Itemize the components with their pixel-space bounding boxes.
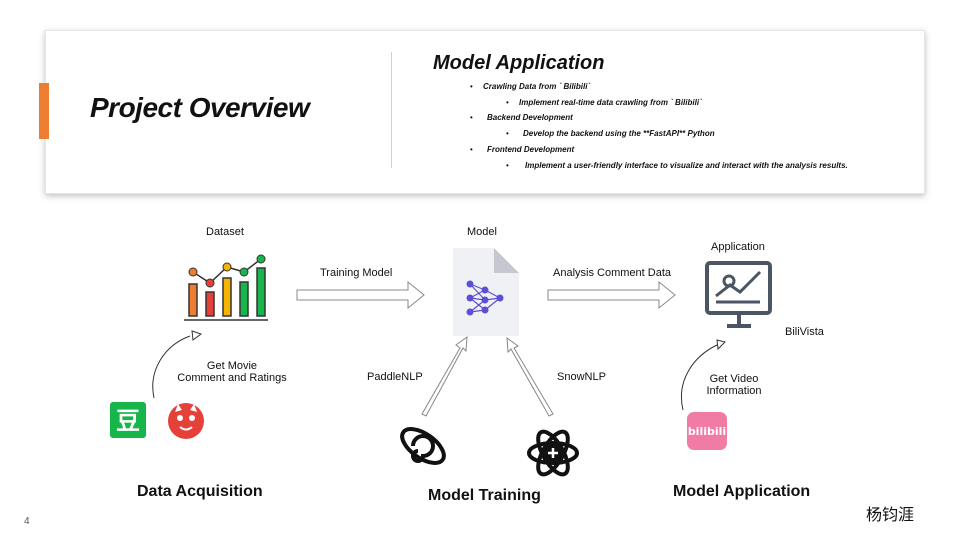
- model-training-title: Model Training: [428, 487, 541, 504]
- get-video-arrow: [681, 339, 726, 411]
- bullet-dot: •: [506, 161, 509, 170]
- bullet-dot: •: [470, 82, 473, 91]
- get-movie-line-2: Comment and Ratings: [177, 372, 287, 384]
- maoyan-icon: [168, 403, 204, 439]
- accent-bar: [39, 83, 49, 139]
- training-model-label: Training Model: [320, 267, 393, 279]
- data-acquisition-title: Data Acquisition: [137, 483, 263, 500]
- get-movie-line-1: Get Movie: [206, 360, 258, 372]
- paddlenlp-label: PaddleNLP: [367, 371, 423, 383]
- bullet-item: Develop the backend using the **FastAPI*…: [523, 129, 715, 138]
- page-title: Project Overview: [90, 92, 310, 123]
- douban-icon: 豆: [110, 402, 146, 438]
- get-video-label: Get Video Information: [696, 373, 772, 397]
- bullet-item: Backend Development: [487, 113, 573, 122]
- author-name: 杨钧涯: [866, 505, 915, 524]
- paddlenlp-arrow: [421, 335, 468, 417]
- paddlenlp-icon: [400, 427, 446, 465]
- snownlp-label: SnowNLP: [557, 371, 606, 383]
- svg-text:bilibili: bilibili: [688, 425, 726, 438]
- analysis-arrow: [547, 280, 676, 310]
- bullet-dot: •: [470, 113, 473, 122]
- bullet-dot: •: [506, 98, 509, 107]
- bilibili-icon: bilibili: [687, 412, 727, 450]
- bullet-item: Crawling Data from ` Bilibili`: [483, 82, 591, 91]
- get-video-line-1: Get Video: [709, 373, 759, 385]
- get-movie-label: Get Movie Comment and Ratings: [164, 360, 300, 384]
- get-video-line-2: Information: [706, 385, 762, 397]
- snownlp-arrow: [506, 336, 554, 417]
- header-divider: [391, 52, 392, 168]
- analysis-comment-label: Analysis Comment Data: [553, 267, 671, 279]
- document-network-icon: [453, 248, 519, 336]
- application-label: Application: [711, 241, 765, 253]
- bilivista-label: BiliVista: [785, 326, 824, 338]
- svg-text:豆: 豆: [116, 407, 140, 435]
- training-arrow: [296, 280, 425, 310]
- bullet-item: Implement real-time data crawling from `…: [519, 98, 702, 107]
- bullet-item: Frontend Development: [487, 145, 575, 154]
- model-application-heading: Model Application: [433, 52, 605, 74]
- bullet-item: Implement a user-friendly interface to v…: [525, 161, 848, 170]
- header-card: [45, 30, 925, 194]
- bullet-dot: •: [506, 129, 509, 138]
- model-label: Model: [467, 226, 497, 238]
- bullet-dot: •: [470, 145, 473, 154]
- dataset-label: Dataset: [206, 226, 244, 238]
- monitor-chart-icon: [705, 261, 772, 328]
- model-application-title: Model Application: [673, 483, 811, 500]
- get-movie-arrow: [152, 330, 203, 399]
- page-number: 4: [24, 516, 30, 527]
- snownlp-icon: [527, 429, 579, 477]
- bar-chart-icon: [184, 254, 268, 321]
